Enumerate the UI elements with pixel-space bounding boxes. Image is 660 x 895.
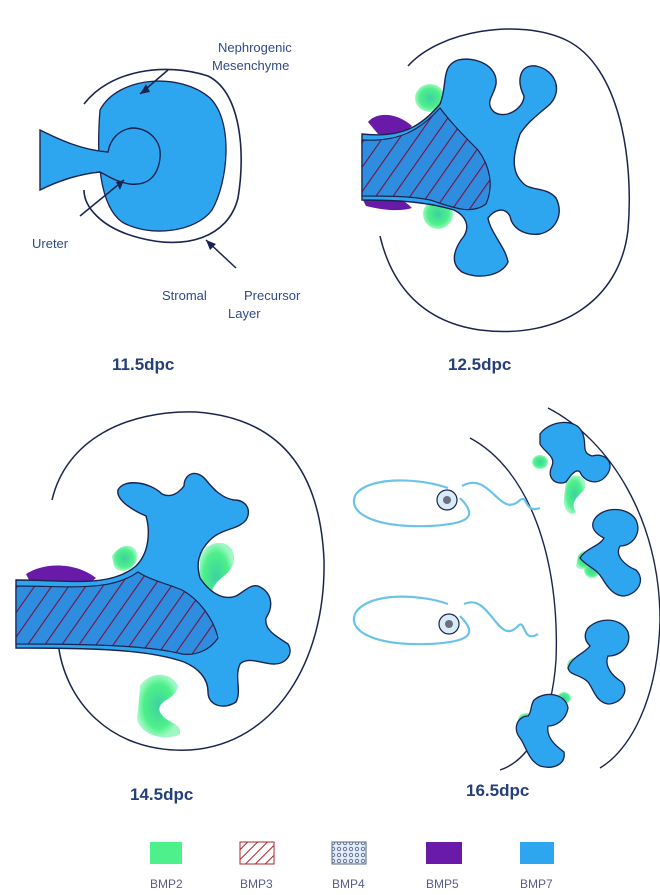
legend-label-bmp7: BMP7 — [520, 877, 553, 891]
legend-swatch-bmp3 — [240, 842, 274, 864]
legend-label-bmp2: BMP2 — [150, 877, 183, 891]
bmp2-comma — [137, 675, 180, 738]
panel-14-5dpc: 14.5dpc — [16, 412, 324, 804]
panel-12-5dpc: 12.5dpc — [362, 29, 629, 374]
bmp2-spots — [518, 455, 600, 727]
glomerulus — [443, 496, 451, 504]
legend-label-bmp3: BMP3 — [240, 877, 273, 891]
label-layer: Layer — [228, 306, 261, 321]
legend-swatch-bmp2 — [150, 842, 182, 864]
legend-swatch-bmp5 — [426, 842, 462, 864]
panel-11-5dpc: Nephrogenic Mesenchyme Ureter Stromal Pr… — [32, 40, 301, 374]
legend-swatch-bmp4 — [332, 842, 366, 864]
legend-label-bmp4: BMP4 — [332, 877, 365, 891]
legend-swatch-bmp7 — [520, 842, 554, 864]
label-nephrogenic-line2: Mesenchyme — [212, 58, 289, 73]
panel-16-5dpc: 16.5dpc — [354, 408, 660, 800]
stage-label-11-5: 11.5dpc — [112, 355, 174, 374]
legend: BMP2 BMP3 BMP4 BMP5 BMP7 — [150, 842, 554, 891]
label-ureter: Ureter — [32, 236, 69, 251]
stage-label-12-5: 12.5dpc — [448, 355, 511, 374]
glomerulus — [445, 620, 453, 628]
label-precursor: Precursor — [244, 288, 301, 303]
stage-label-16-5: 16.5dpc — [466, 781, 529, 800]
bmp7-tips — [516, 422, 640, 767]
legend-label-bmp5: BMP5 — [426, 877, 459, 891]
bmp2-comma — [112, 546, 137, 571]
label-stromal: Stromal — [162, 288, 207, 303]
stage-label-14-5: 14.5dpc — [130, 785, 193, 804]
label-nephrogenic-line1: Nephrogenic — [218, 40, 292, 55]
